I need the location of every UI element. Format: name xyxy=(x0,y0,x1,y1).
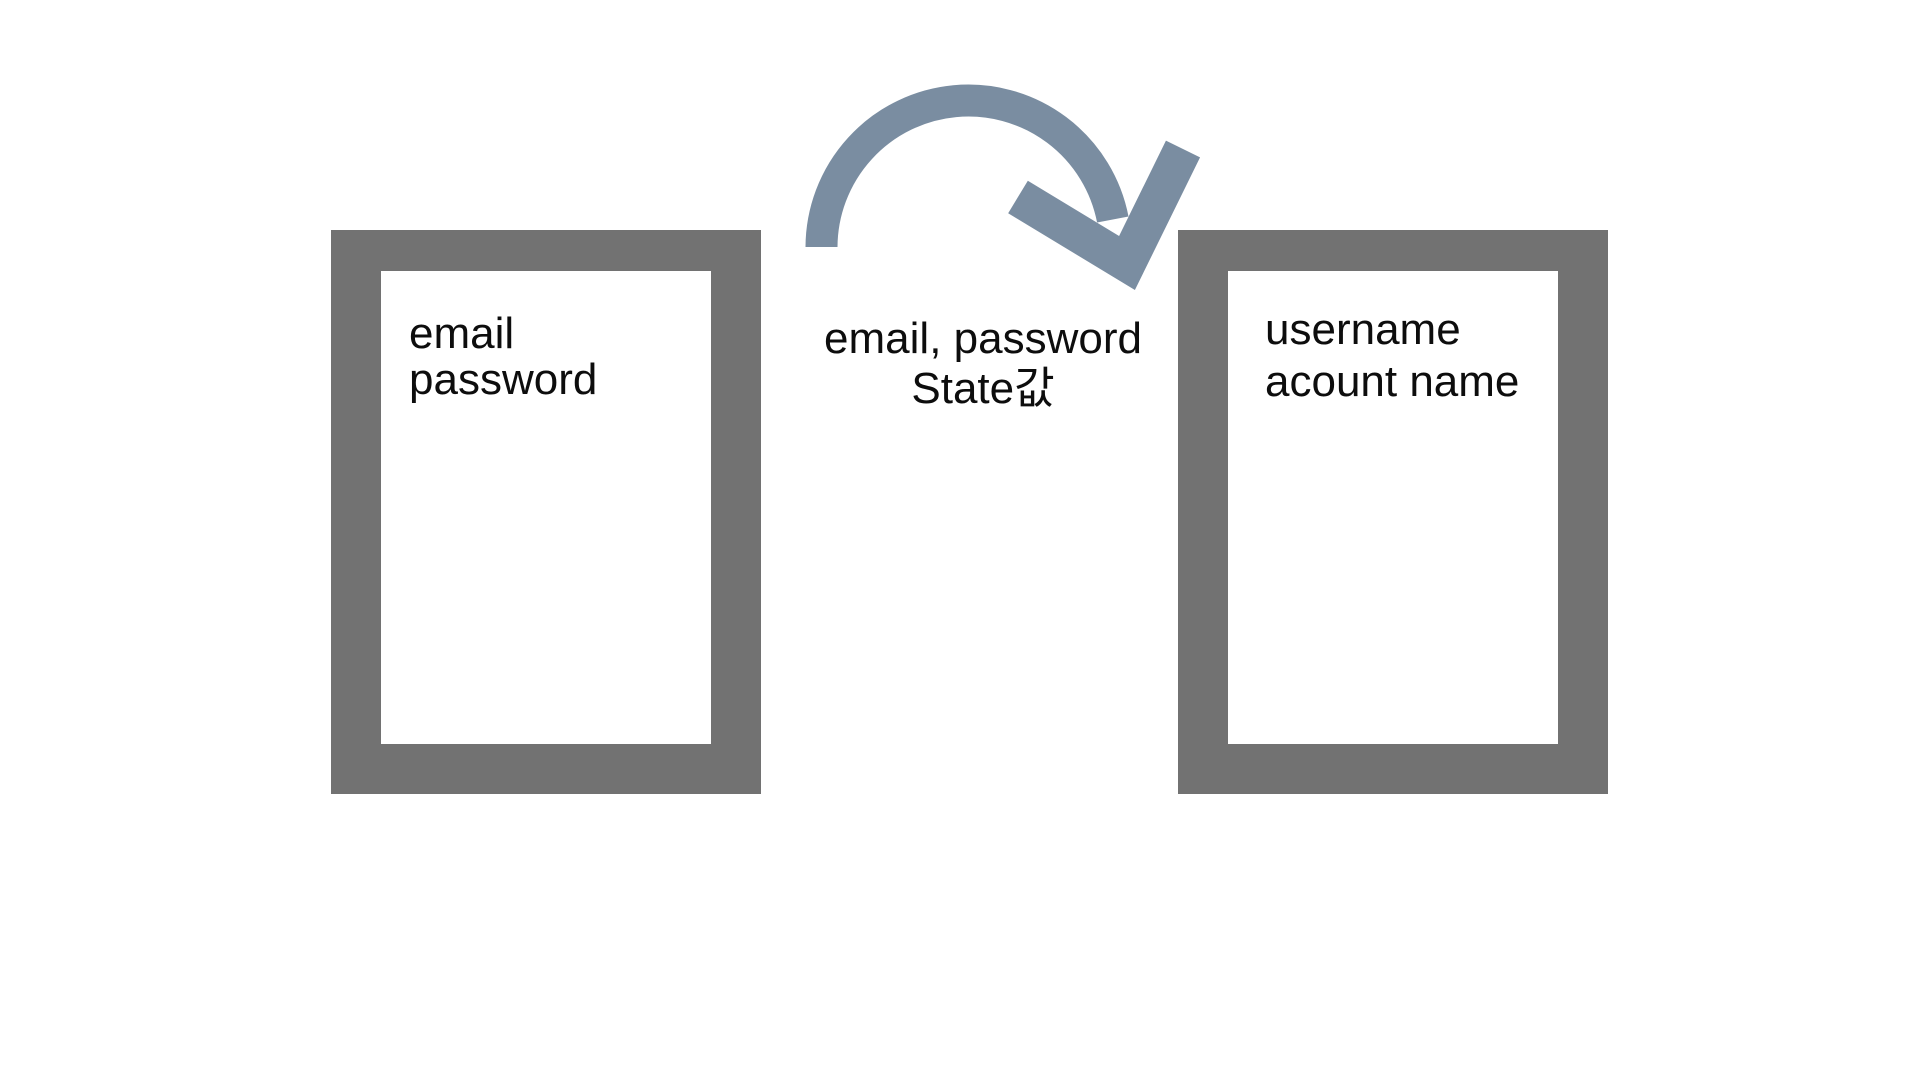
right-box: username acount name xyxy=(1178,230,1608,794)
arrow-label-line-1: email, password xyxy=(824,314,1142,363)
arrow-label-line-2: State값 xyxy=(911,364,1055,413)
right-box-line-1: username xyxy=(1265,305,1461,354)
left-box: email password xyxy=(331,230,761,794)
left-box-line-1: email xyxy=(409,309,515,358)
left-box-line-2: password xyxy=(409,355,598,404)
right-box-line-2: acount name xyxy=(1265,357,1520,406)
arrow-label: email, password State값 xyxy=(763,314,1203,414)
right-box-text: username acount name xyxy=(1228,271,1558,408)
curved-arrow-head xyxy=(1008,140,1201,290)
curved-arrow-arc xyxy=(805,84,1129,248)
left-box-text: email password xyxy=(381,271,711,403)
